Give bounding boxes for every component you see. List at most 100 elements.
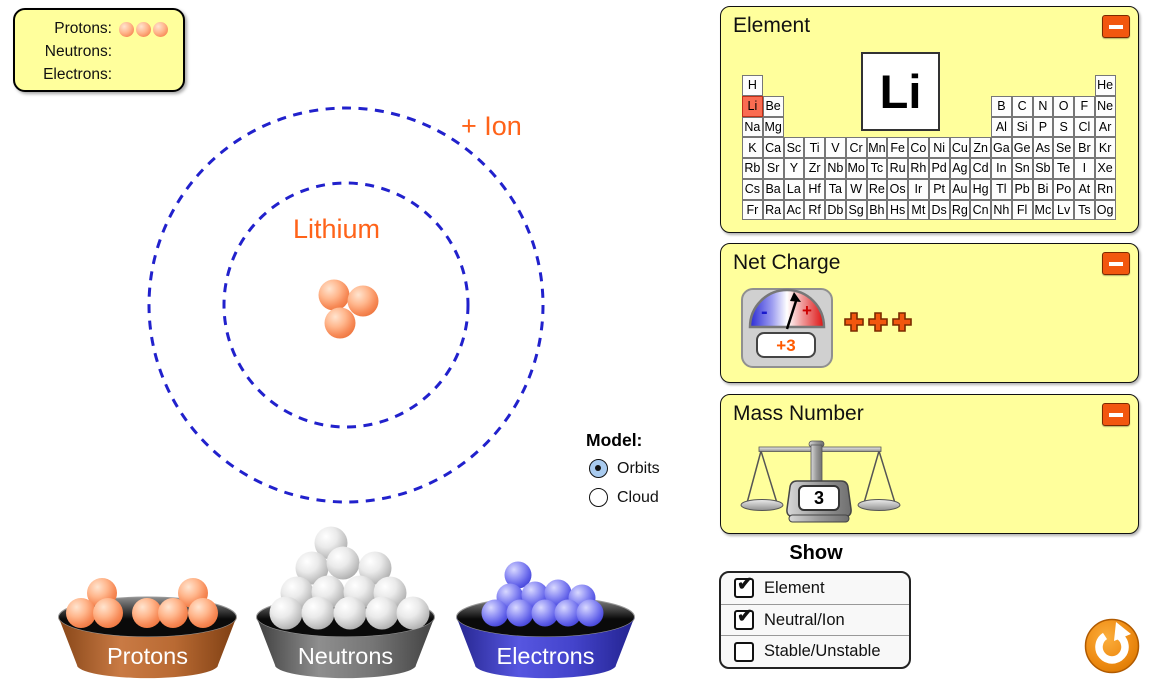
neutron-ball[interactable]: [365, 596, 399, 630]
radio-button-icon[interactable]: [589, 459, 608, 478]
bucket-front[interactable]: [58, 617, 237, 679]
neutrons-count-row: Neutrons:: [15, 42, 119, 62]
periodic-cell-in: In: [991, 158, 1012, 179]
bucket-neutrons[interactable]: Neutrons: [253, 524, 438, 684]
electron-ball[interactable]: [554, 599, 582, 627]
scale-pan-left: [740, 499, 784, 511]
neutron-ball[interactable]: [326, 546, 360, 580]
show-option-element[interactable]: Element: [721, 573, 909, 604]
bucket-label: Electrons: [497, 643, 595, 669]
periodic-cell-f: F: [1074, 95, 1095, 117]
periodic-cell-tc: Tc: [866, 158, 888, 179]
periodic-cell-te: Te: [1053, 158, 1074, 179]
proton-ball[interactable]: [158, 598, 188, 628]
periodic-cell-at: At: [1074, 178, 1095, 200]
charge-plus-sign: +: [802, 301, 812, 320]
periodic-cell-al: Al: [991, 116, 1012, 138]
periodic-cell-pt: Pt: [928, 178, 950, 200]
periodic-cell-rn: Rn: [1094, 178, 1116, 200]
periodic-cell-mo: Mo: [845, 158, 867, 179]
electrons-count-row: Electrons:: [15, 65, 119, 85]
periodic-cell-re: Re: [866, 178, 888, 200]
proton-ball: [153, 21, 168, 37]
periodic-cell-rg: Rg: [949, 199, 971, 221]
periodic-cell-hs: Hs: [887, 199, 908, 221]
neutron-ball[interactable]: [269, 596, 303, 630]
periodic-cell-fe: Fe: [887, 137, 908, 158]
proton-particle[interactable]: [318, 279, 350, 311]
periodic-cell-n: N: [1032, 95, 1054, 117]
model-option-orbits[interactable]: Orbits: [589, 459, 660, 478]
radio-button-icon[interactable]: [589, 488, 608, 507]
model-option-cloud[interactable]: Cloud: [589, 488, 659, 507]
proton-ball[interactable]: [66, 598, 96, 628]
neutron-ball[interactable]: [333, 596, 367, 630]
electron-ball[interactable]: [481, 599, 509, 627]
electron-ball[interactable]: [531, 599, 559, 627]
periodic-cell-si: Si: [1011, 116, 1033, 138]
model-label: Model:: [586, 430, 643, 450]
proton-particle[interactable]: [324, 307, 356, 339]
periodic-cell-ts: Ts: [1074, 199, 1095, 221]
reset-button[interactable]: [1083, 617, 1141, 675]
checkbox-checked-icon[interactable]: [734, 573, 754, 599]
electron-ball[interactable]: [504, 561, 532, 589]
show-option-neutral-ion[interactable]: Neutral/Ion: [721, 603, 909, 636]
periodic-cell-be: Be: [762, 95, 784, 117]
periodic-cell-br: Br: [1074, 137, 1095, 158]
checkbox-checked-icon[interactable]: [734, 605, 754, 630]
periodic-cell-se: Se: [1053, 137, 1074, 158]
periodic-cell-ba: Ba: [762, 178, 784, 200]
charge-needle-tip: [790, 292, 801, 302]
bucket-front[interactable]: [456, 617, 635, 679]
bucket-protons[interactable]: Protons: [55, 560, 240, 684]
periodic-cell-w: W: [845, 178, 867, 200]
periodic-cell-sr: Sr: [762, 158, 784, 179]
periodic-cell-db: Db: [825, 199, 846, 221]
show-option-stable-unstable[interactable]: Stable/Unstable: [721, 635, 909, 667]
periodic-cell-k: K: [742, 137, 763, 158]
proton-particle[interactable]: [347, 285, 379, 317]
periodic-cell-ir: Ir: [908, 178, 929, 200]
selected-element-symbol: Li: [861, 52, 940, 131]
periodic-cell-fl: Fl: [1011, 199, 1033, 221]
mass-number-panel-collapse-button[interactable]: [1102, 403, 1130, 426]
bucket-electrons[interactable]: Electrons: [453, 560, 638, 684]
electron-ball[interactable]: [576, 599, 604, 627]
checkbox-unchecked-icon[interactable]: [734, 641, 754, 662]
periodic-cell-rf: Rf: [804, 199, 825, 221]
proton-ball[interactable]: [132, 598, 162, 628]
electron-ball[interactable]: [544, 579, 572, 607]
plus-icon: [868, 312, 888, 332]
mass-number-panel: Mass Number 3: [720, 394, 1139, 534]
periodic-cell-co: Co: [908, 137, 929, 158]
proton-ball[interactable]: [93, 598, 123, 628]
periodic-cell-fr: Fr: [742, 199, 763, 221]
periodic-cell-ni: Ni: [928, 137, 950, 158]
periodic-cell-p: P: [1032, 116, 1054, 138]
periodic-cell-cd: Cd: [970, 158, 991, 179]
periodic-cell-xe: Xe: [1094, 158, 1116, 179]
periodic-cell-ga: Ga: [991, 137, 1012, 158]
periodic-cell-os: Os: [887, 178, 908, 200]
neutron-ball[interactable]: [295, 551, 329, 585]
periodic-cell-li: Li: [742, 95, 763, 117]
net-charge-panel-collapse-button[interactable]: [1102, 252, 1130, 275]
proton-ball[interactable]: [188, 598, 218, 628]
periodic-cell-rb: Rb: [742, 158, 763, 179]
periodic-cell-cl: Cl: [1074, 116, 1095, 138]
periodic-cell-po: Po: [1053, 178, 1074, 200]
electron-ball[interactable]: [506, 599, 534, 627]
periodic-cell-lv: Lv: [1053, 199, 1074, 221]
neutron-ball[interactable]: [301, 596, 335, 630]
periodic-cell-ca: Ca: [762, 137, 784, 158]
periodic-cell-rh: Rh: [908, 158, 929, 179]
periodic-cell-nb: Nb: [825, 158, 846, 179]
neutron-ball[interactable]: [358, 551, 392, 585]
neutron-ball[interactable]: [396, 596, 430, 630]
bucket-front[interactable]: [256, 617, 435, 679]
element-panel-collapse-button[interactable]: [1102, 15, 1130, 38]
